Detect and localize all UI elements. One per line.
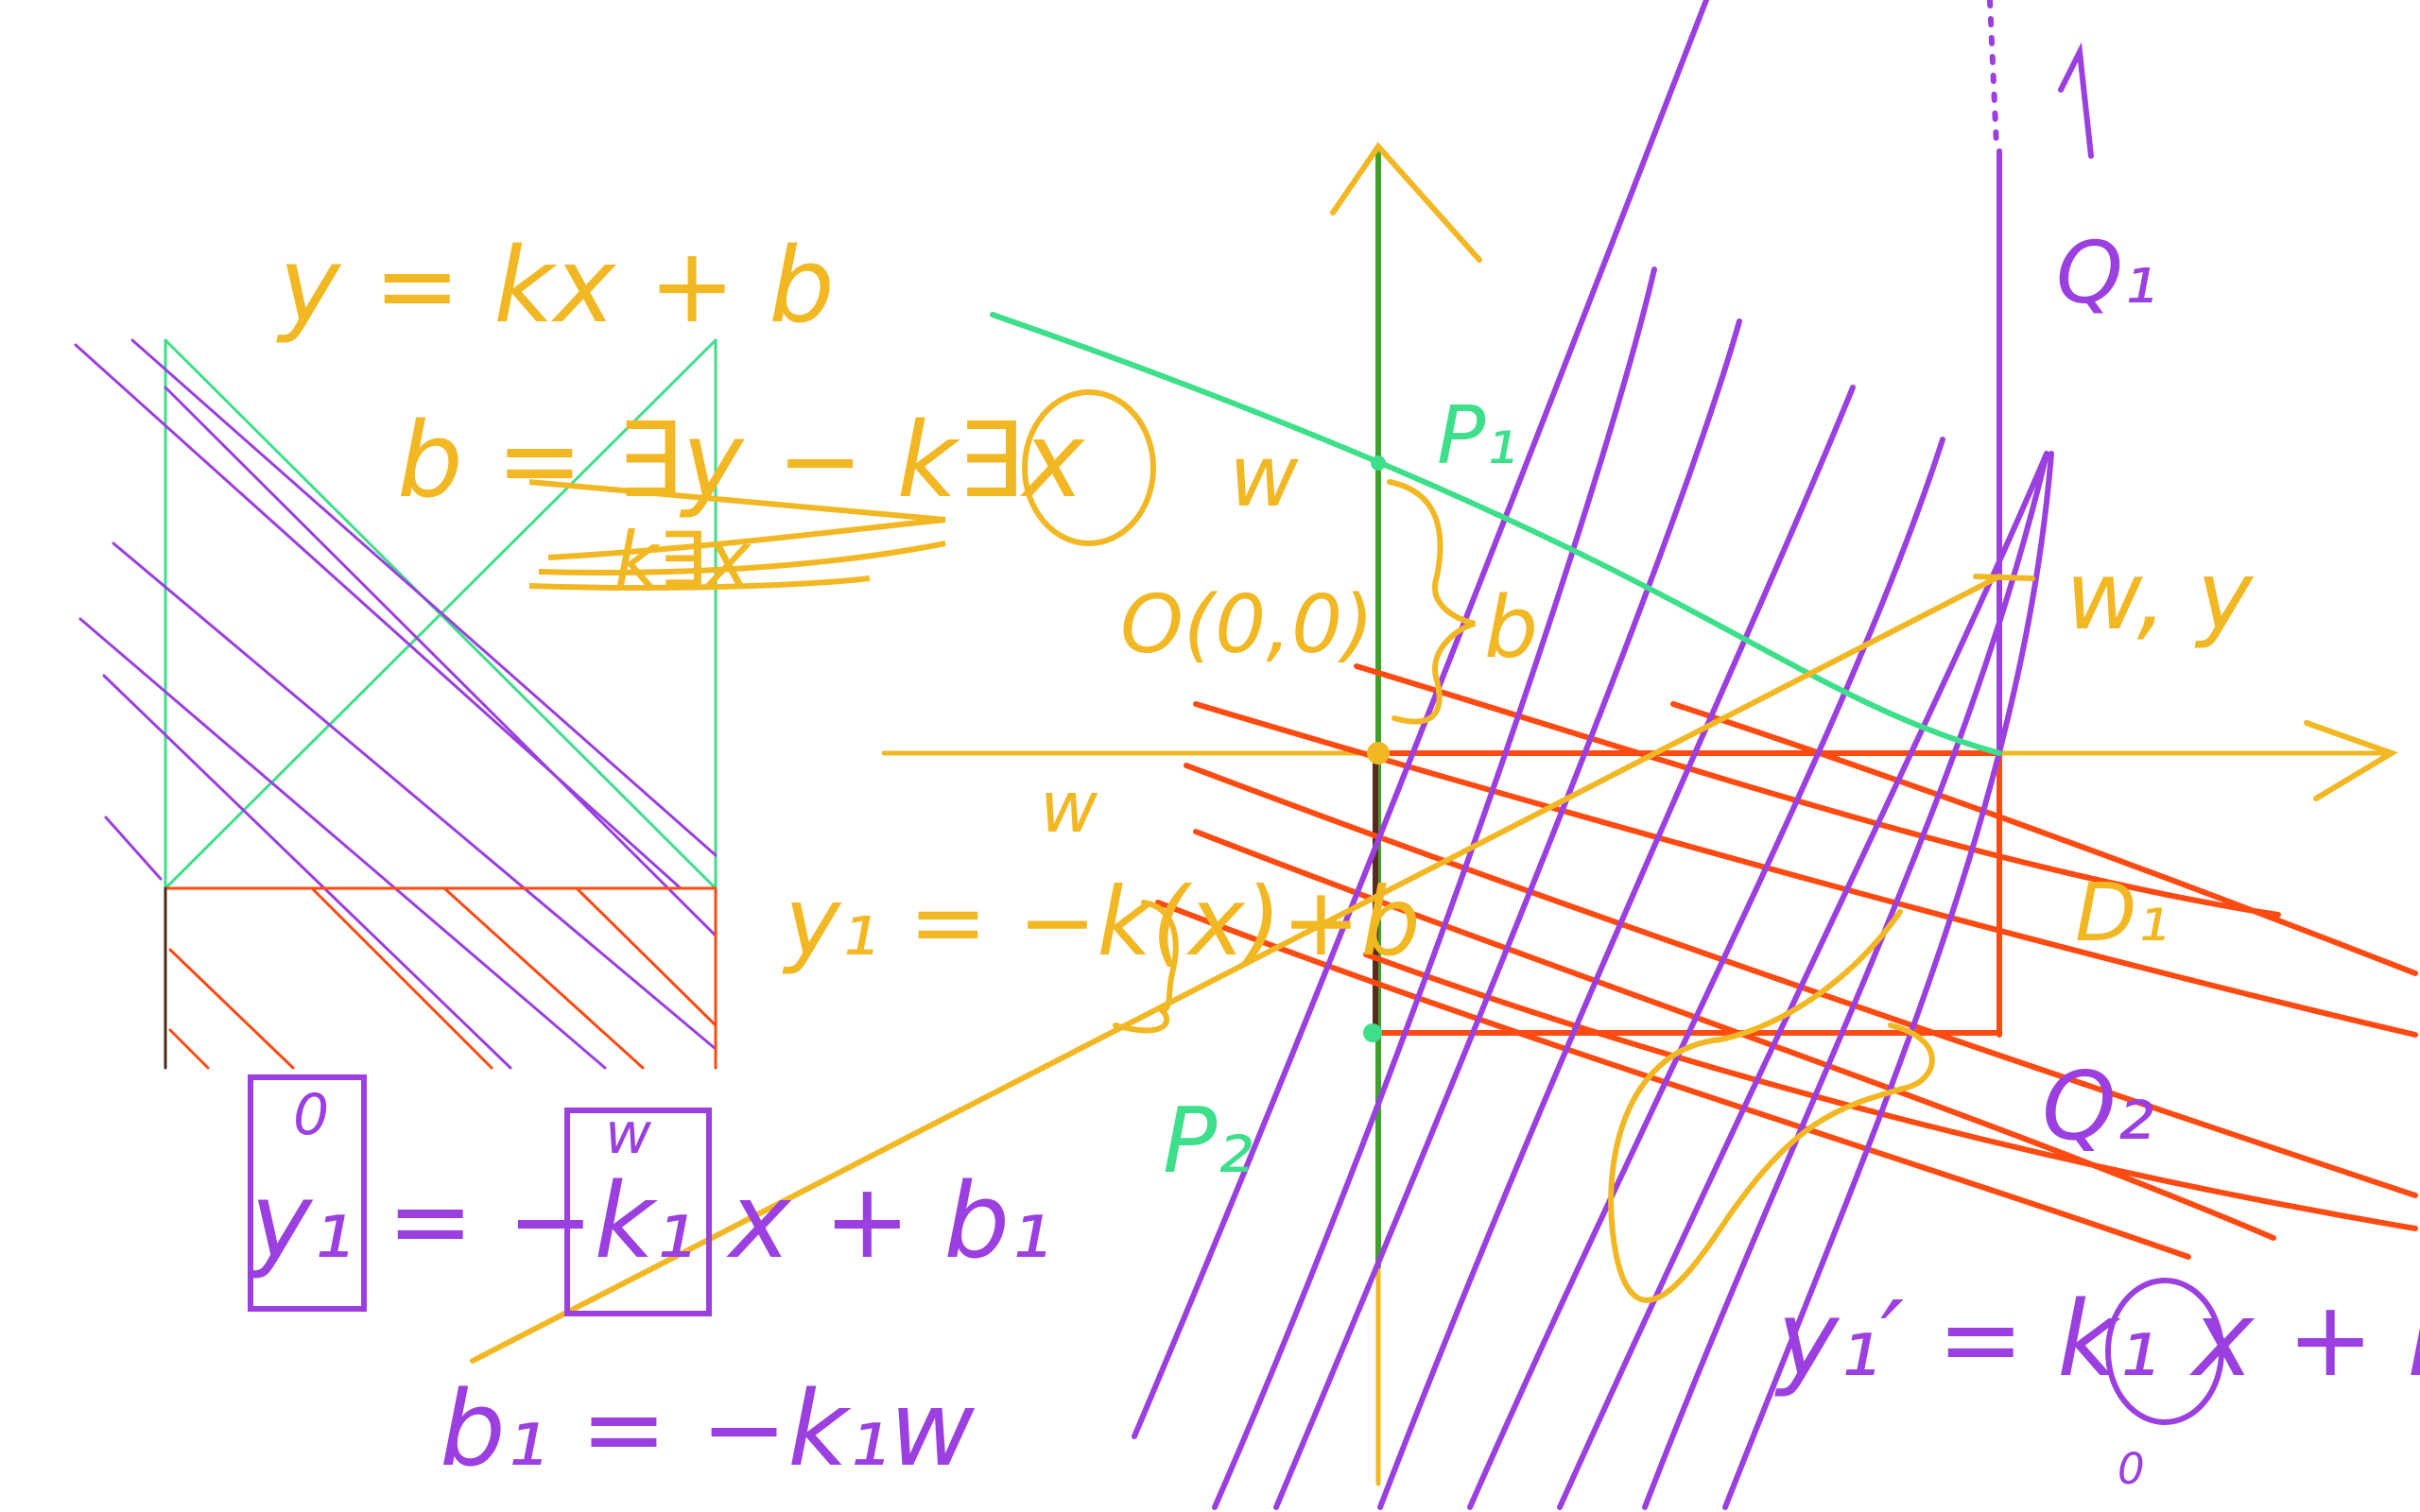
red-line: [1193, 701, 2418, 1038]
yellow-tick-w-y: [1973, 574, 2035, 581]
red-line: [1155, 900, 2191, 1260]
purple-vertical-dotted: [1987, 0, 1999, 149]
label-q1: Q₁: [2056, 224, 2157, 323]
arrow-right-icon: [2304, 720, 2398, 801]
green-curve: [990, 312, 2002, 756]
left-sketch: [74, 338, 717, 1070]
red-line: [1184, 763, 2418, 1198]
left-purple-line: [130, 338, 717, 857]
left-purple-line: [74, 343, 683, 890]
yellow-diagonal: [470, 574, 2002, 1364]
left-red-hatch: [575, 886, 717, 1027]
label-w-mid: w: [1040, 765, 1098, 849]
circle-x-bottom: [2105, 1278, 2224, 1425]
eq-b-scribble: [528, 517, 946, 591]
box-top-0: 0: [293, 1082, 329, 1148]
left-purple-line: [112, 541, 717, 1051]
eq-main: y = kx + b: [276, 225, 835, 346]
arrow-up-icon: [1330, 142, 1482, 263]
left-purple-line: [78, 617, 607, 1070]
eq-b-fraction-bar: [528, 479, 946, 523]
purple-line: [1467, 437, 1945, 1510]
label-origin: O(0,0): [1120, 578, 1374, 672]
red-line: [1363, 952, 2418, 1231]
point-p2-dot: [1363, 1023, 1382, 1042]
yellow-lasso: [1608, 909, 1935, 1303]
circle-x-top: [1022, 389, 1156, 546]
arrow-up-icon: [2058, 42, 2094, 159]
red-line: [1354, 663, 2281, 918]
yellow-region: [470, 389, 2035, 1364]
purple-line: [1273, 318, 1742, 1510]
left-purple-line: [102, 674, 512, 1070]
purple-line: [1132, 0, 1709, 1439]
label-d1: D₁: [2075, 867, 2169, 960]
left-green-diag-down: [164, 338, 717, 890]
red-line: [1670, 701, 2418, 976]
left-purple-line: [164, 386, 717, 937]
label-w-y: w, y: [2066, 541, 2255, 651]
label-p2: P₂: [1163, 1090, 1253, 1194]
box-x: [564, 1108, 712, 1316]
point-p1-dot: [1371, 455, 1386, 471]
eq-y1-prime-sub: 0: [2118, 1444, 2145, 1494]
label-p1: P₁: [1437, 389, 1517, 483]
purple-line: [1212, 266, 1657, 1510]
purple-line: [1722, 451, 2054, 1510]
eq-b-denominator: k∃x: [614, 516, 752, 604]
left-red-hatch: [168, 948, 295, 1070]
eq-b1: b₁ = −k₁w: [440, 1368, 976, 1489]
box-y1: [248, 1074, 367, 1312]
label-b-brace: b: [1484, 578, 1538, 678]
brace-b: [1387, 479, 1476, 725]
label-q2: Q₂: [2042, 1051, 2154, 1161]
eq-y1-purple: y₁ = −k₁ x + b₁: [248, 1160, 1051, 1281]
left-red-hatch: [168, 1028, 210, 1070]
left-red-hatch: [442, 886, 645, 1070]
eq-y1-prime: y₁′ = k₁ x + b₁: [1774, 1279, 2420, 1400]
red-region: [1155, 663, 2418, 1260]
purple-line: [1377, 385, 1856, 1510]
left-purple-line: [104, 816, 163, 881]
purple-line: [1642, 451, 2049, 1510]
eq-y1-yellow: y₁ = −k(x)+b: [782, 867, 1421, 977]
brace-w: [1113, 900, 1179, 1034]
label-w-top: w: [1229, 427, 1299, 526]
red-line: [1193, 829, 2276, 1241]
box-top-w: w: [605, 1101, 652, 1167]
left-red-hatch: [310, 886, 493, 1070]
green-curve-group: [990, 312, 2002, 1042]
origin-dot: [1367, 742, 1390, 765]
